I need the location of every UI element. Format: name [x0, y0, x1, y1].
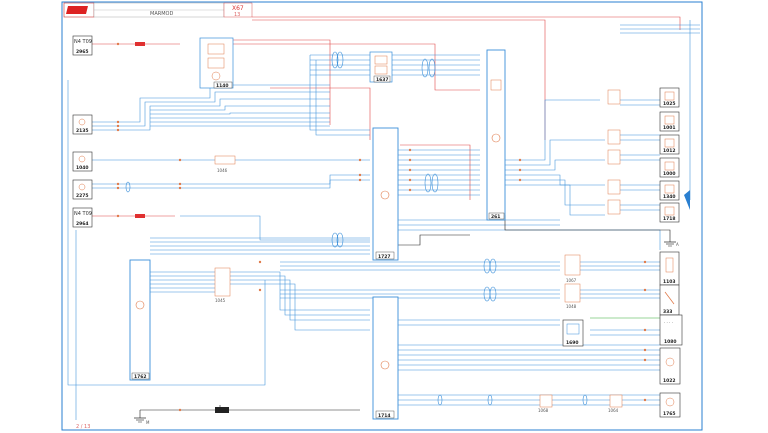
svg-text:2965: 2965: [76, 49, 89, 55]
component-box-c14[interactable]: 1012: [659, 134, 680, 155]
svg-text:2275: 2275: [76, 193, 89, 199]
svg-text:1000: 1000: [663, 171, 676, 177]
component-box-c19[interactable]: 333: [659, 284, 680, 316]
component-box-c15[interactable]: 1000: [659, 157, 680, 178]
component-box-c21[interactable]: 1022: [659, 347, 681, 385]
svg-text:1765: 1765: [663, 411, 676, 417]
component-box-c18[interactable]: 1103: [659, 251, 680, 286]
ground-symbol-g1: A: [664, 238, 679, 247]
svg-text:1140: 1140: [216, 83, 229, 89]
svg-text:1025: 1025: [663, 101, 676, 107]
title-text: MARMOD: [150, 11, 173, 17]
component-box-c4[interactable]: 2275: [72, 179, 93, 200]
ref-main: X67: [232, 5, 244, 12]
component-box-c13[interactable]: 1001: [659, 111, 680, 132]
svg-text:· · · ·: · · · ·: [664, 320, 673, 325]
svg-text:M: M: [146, 420, 150, 425]
component-box-c16[interactable]: 1340: [659, 180, 680, 201]
svg-text:1068: 1068: [538, 408, 549, 413]
svg-text:1064: 1064: [608, 408, 619, 413]
component-box-c10[interactable]: 1762: [129, 259, 151, 381]
connector-k3[interactable]: 1067: [564, 254, 581, 283]
inline-terminal-bottom: [215, 407, 229, 413]
fuse-icon: [135, 42, 145, 46]
svg-text:1040: 1040: [76, 165, 89, 171]
pin-markers: [116, 42, 647, 412]
svg-text:1637: 1637: [376, 77, 389, 83]
terminal-right-edge: [684, 190, 690, 210]
svg-text:1022: 1022: [663, 378, 676, 384]
ref-sub: 13: [234, 12, 240, 18]
svg-text:1080: 1080: [664, 339, 677, 345]
wrench-icon: [664, 291, 675, 305]
wire-bundles: [67, 20, 700, 420]
connector-k1[interactable]: 1046: [214, 155, 236, 173]
component-box-c7[interactable]: 1637: [369, 51, 393, 83]
svg-text:1067: 1067: [566, 278, 577, 283]
component-box-c22[interactable]: 1765: [659, 392, 681, 418]
component-box-c11[interactable]: 1714: [372, 296, 399, 420]
component-box-c8[interactable]: 1727: [372, 127, 399, 261]
svg-text:1046: 1046: [217, 168, 228, 173]
component-box-c5[interactable]: N4 T09 2964: [72, 207, 93, 228]
svg-text:N4 T09: N4 T09: [74, 39, 92, 45]
brand-logo-icon: [66, 6, 88, 14]
title-block: MARMOD X67 13: [63, 2, 253, 18]
relay-group: [607, 89, 621, 215]
component-box-c6[interactable]: 1140: [199, 37, 234, 89]
component-box-c20[interactable]: · · · · 1080: [659, 314, 683, 346]
svg-text:1103: 1103: [663, 279, 676, 285]
fuse-icon: [135, 214, 145, 218]
svg-text:2135: 2135: [76, 128, 89, 134]
component-box-c2[interactable]: 2135: [72, 114, 93, 135]
component-box-c9[interactable]: 261: [486, 49, 506, 221]
connector-k5[interactable]: 1068: [538, 394, 553, 413]
svg-text:1001: 1001: [663, 125, 676, 131]
component-box-c3[interactable]: 1040: [72, 151, 93, 172]
svg-text:333: 333: [663, 309, 672, 315]
connector-k6[interactable]: 1064: [608, 394, 623, 413]
svg-text:261: 261: [491, 214, 500, 220]
ground-symbol-g2: M: [134, 410, 150, 425]
page-frame: [61, 1, 703, 431]
svg-text:1714: 1714: [378, 413, 391, 419]
sheet-number: 2 / 13: [76, 424, 90, 430]
svg-text:1718: 1718: [663, 216, 676, 222]
component-box-c17[interactable]: 1718: [659, 202, 680, 223]
component-box-c1[interactable]: N4 T09 2965: [72, 35, 93, 56]
connector-k2[interactable]: 1045: [214, 267, 231, 303]
svg-text:A: A: [676, 242, 679, 247]
fuse-icons: [135, 42, 145, 218]
svg-text:1762: 1762: [134, 374, 147, 380]
svg-text:1012: 1012: [663, 148, 676, 154]
svg-text:N4 T09: N4 T09: [74, 211, 92, 217]
svg-text:1690: 1690: [566, 340, 579, 346]
special-wires: [140, 215, 671, 411]
component-box-c12[interactable]: 1025: [659, 87, 680, 108]
svg-text:1045: 1045: [215, 298, 226, 303]
shield-markers: [125, 51, 588, 406]
component-box-c23[interactable]: 1690: [562, 319, 584, 347]
svg-text:1340: 1340: [663, 194, 676, 200]
connector-k4[interactable]: 1048: [564, 283, 581, 309]
svg-text:1048: 1048: [566, 304, 577, 309]
svg-text:2964: 2964: [76, 221, 89, 227]
svg-text:1727: 1727: [378, 254, 391, 260]
